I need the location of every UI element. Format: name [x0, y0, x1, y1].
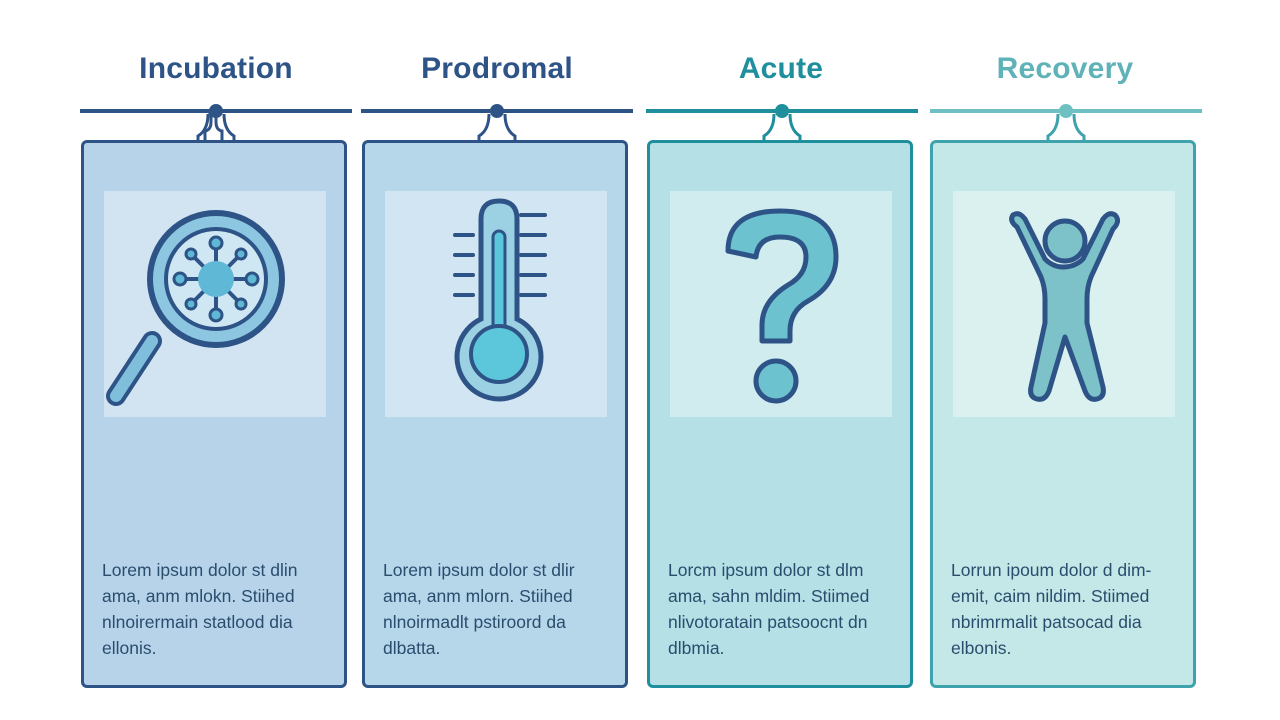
thermometer-icon — [453, 198, 547, 402]
description-line: ellonis. — [102, 638, 157, 658]
description-line: ama, anm mlokn. Stiihed — [102, 586, 295, 606]
icon-panel-acute — [670, 191, 892, 417]
description-line: ama, sahn mldim. Stiimed — [668, 586, 870, 606]
timeline-connector-recovery — [930, 104, 1202, 144]
description-line: Lorrun ipoum dolor d dim- — [951, 560, 1152, 580]
stage-description-prodromal: Lorem ipsum dolor st dlir ama, anm mlorn… — [383, 557, 613, 661]
timeline-connector-prodromal — [361, 104, 633, 144]
description-line: ama, anm mlorn. Stiihed — [383, 586, 573, 606]
description-line: nbrimrmalit patsocad dia — [951, 612, 1142, 632]
stage-title-recovery: Recovery — [996, 52, 1134, 85]
description-line: dlbmia. — [668, 638, 725, 658]
description-line: nlnoirmadlt pstiroord da — [383, 612, 566, 632]
stage-card-prodromal: Lorem ipsum dolor st dlir ama, anm mlorn… — [362, 140, 628, 688]
icon-panel-incubation — [104, 191, 326, 417]
description-line: dlbatta. — [383, 638, 441, 658]
stage-title-incubation: Incubation — [139, 52, 293, 85]
stage-title-acute: Acute — [738, 52, 824, 85]
stage-card-acute: Lorcm ipsum dolor st dlm ama, sahn mldim… — [647, 140, 913, 688]
timeline-connector-acute — [646, 104, 918, 144]
magnifier-virus-icon — [106, 210, 285, 406]
question-mark-icon — [725, 208, 839, 404]
description-line: nlnoirermain statlood dia — [102, 612, 293, 632]
stage-title-prodromal: Prodromal — [421, 52, 573, 85]
icon-panel-recovery — [953, 191, 1175, 417]
person-arms-up-icon — [1009, 211, 1121, 402]
stage-description-recovery: Lorrun ipoum dolor d dim- emit, caim nil… — [951, 557, 1181, 661]
description-line: Lorem ipsum dolor st dlir — [383, 560, 575, 580]
icon-panel-prodromal — [385, 191, 607, 417]
description-line: Lorem ipsum dolor st dlin — [102, 560, 298, 580]
description-line: nlivotoratain patsoocnt dn — [668, 612, 868, 632]
stage-card-recovery: Lorrun ipoum dolor d dim- emit, caim nil… — [930, 140, 1196, 688]
timeline-connector-incubation — [80, 104, 352, 144]
description-line: emit, caim nildim. Stiimed — [951, 586, 1150, 606]
description-line: Lorcm ipsum dolor st dlm — [668, 560, 864, 580]
stage-description-incubation: Lorem ipsum dolor st dlin ama, anm mlokn… — [102, 557, 332, 661]
stage-card-incubation: Lorem ipsum dolor st dlin ama, anm mlokn… — [81, 140, 347, 688]
stage-description-acute: Lorcm ipsum dolor st dlm ama, sahn mldim… — [668, 557, 898, 661]
description-line: elbonis. — [951, 638, 1012, 658]
